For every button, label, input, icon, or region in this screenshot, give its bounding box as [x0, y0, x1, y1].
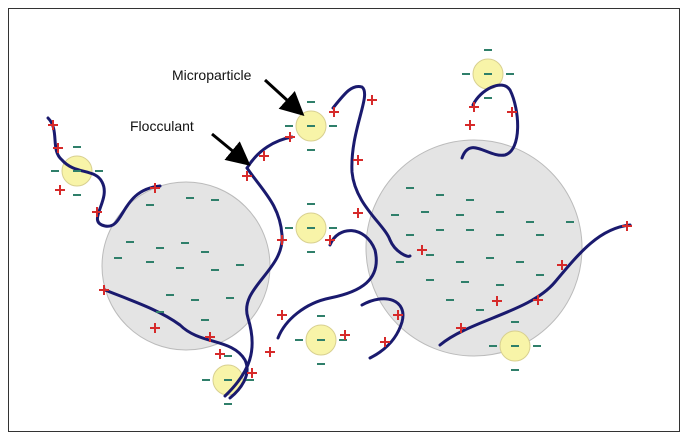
- positive-charge: [205, 332, 215, 342]
- flocculant-chain: [331, 84, 412, 258]
- positive-charge: [92, 207, 102, 217]
- flocculant-chain: [460, 83, 520, 160]
- microparticle-label: Microparticle: [172, 67, 252, 83]
- microparticle-arrow: [263, 78, 305, 117]
- positive-charge: [329, 107, 339, 117]
- flocculant-chain: [276, 229, 378, 340]
- positive-charge: [492, 296, 502, 306]
- diagram-frame: [8, 8, 680, 432]
- positive-charge: [533, 295, 543, 305]
- positive-charge: [417, 245, 427, 255]
- positive-charge: [393, 310, 403, 320]
- positive-charge: [285, 132, 295, 142]
- flocculant-chain: [103, 288, 249, 400]
- positive-charge: [55, 185, 65, 195]
- positive-charge: [456, 323, 466, 333]
- positive-charge: [150, 183, 160, 193]
- positive-charge: [277, 310, 287, 320]
- positive-charge: [247, 368, 257, 378]
- positive-charge: [259, 151, 269, 161]
- positive-charge: [325, 235, 335, 245]
- positive-charge: [557, 260, 567, 270]
- positive-charge: [353, 208, 363, 218]
- positive-charge: [507, 107, 517, 117]
- positive-charge: [242, 171, 252, 181]
- large-particle-right: [365, 139, 583, 357]
- flocculant-label: Flocculant: [130, 118, 194, 134]
- positive-charge: [469, 102, 479, 112]
- flocculant-chain: [360, 297, 405, 360]
- positive-charge: [53, 143, 63, 153]
- positive-charge: [265, 347, 275, 357]
- positive-charge: [340, 330, 350, 340]
- positive-charge: [48, 120, 58, 130]
- positive-charge: [150, 323, 160, 333]
- positive-charge: [622, 221, 632, 231]
- flocculant-arrow: [211, 132, 251, 166]
- positive-charge: [353, 155, 363, 165]
- positive-charge: [380, 337, 390, 347]
- positive-charge: [215, 349, 225, 359]
- positive-charge: [367, 95, 377, 105]
- flocculant-chain: [438, 223, 632, 347]
- positive-charge: [99, 285, 109, 295]
- positive-charge: [465, 120, 475, 130]
- positive-charge: [277, 235, 287, 245]
